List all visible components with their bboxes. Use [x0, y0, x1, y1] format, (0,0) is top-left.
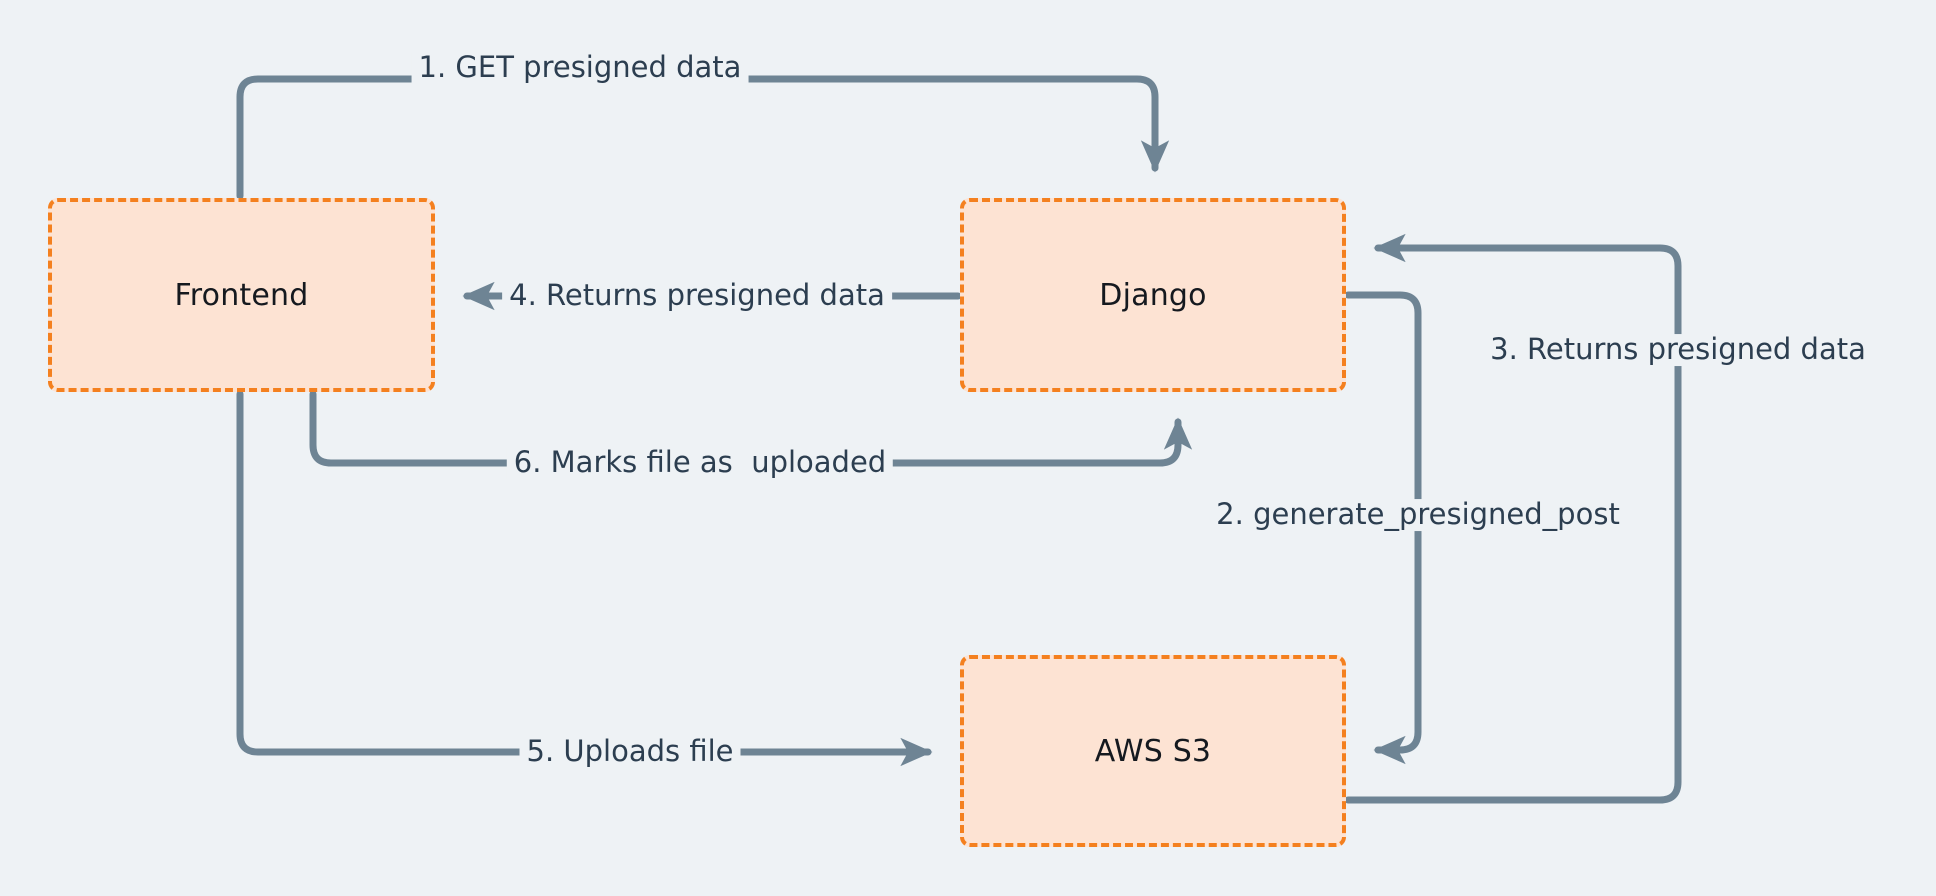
node-aws-s3[interactable]: AWS S3 [960, 655, 1346, 847]
node-frontend[interactable]: Frontend [48, 198, 435, 392]
node-frontend-label: Frontend [174, 277, 309, 313]
edge-label-5: 5. Uploads file [519, 735, 741, 768]
edge-path-1 [236, 75, 1170, 200]
edge-path-3 [1344, 233, 1682, 804]
edge-label-2: 2. generate_presigned_post [1209, 498, 1627, 531]
edge-label-3: 3. Returns presigned data [1483, 333, 1873, 366]
edge-label-4: 4. Returns presigned data [502, 279, 892, 312]
edge-label-1: 1. GET presigned data [411, 51, 749, 84]
node-django[interactable]: Django [960, 198, 1346, 392]
node-django-label: Django [1099, 277, 1207, 313]
node-aws-s3-label: AWS S3 [1094, 733, 1212, 769]
edge-path-5 [236, 390, 933, 767]
edge-label-6: 6. Marks file as uploaded [506, 446, 894, 479]
